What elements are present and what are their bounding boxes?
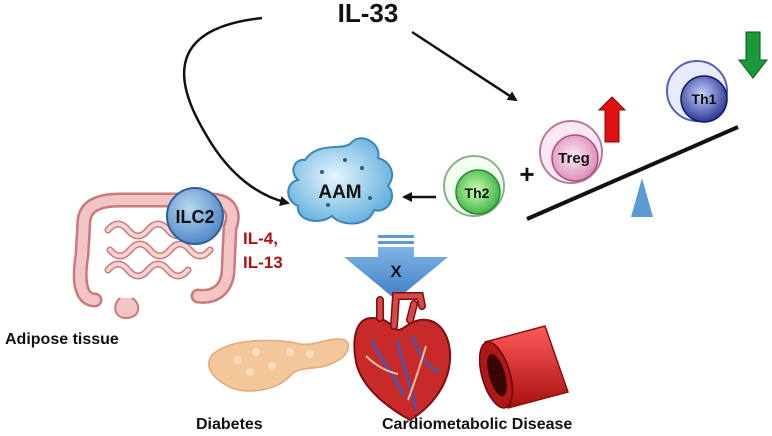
- cytokine-il13: IL-13: [243, 253, 283, 272]
- intestine-icon: [72, 192, 240, 320]
- aam-label: AAM: [318, 182, 361, 203]
- il33-to-treg-arrow: [411, 30, 518, 102]
- th1-cell: Th1: [666, 60, 728, 123]
- th2-label: Th2: [465, 185, 490, 201]
- aam-cell: AAM: [287, 137, 394, 225]
- caption-diabetes: Diabetes: [196, 416, 263, 433]
- up-arrow-icon: [597, 96, 627, 143]
- block-label: X: [390, 262, 402, 281]
- treg-cell: Treg: [539, 120, 603, 184]
- ilc2-label: ILC2: [175, 207, 214, 227]
- il33-title: IL-33: [338, 0, 399, 28]
- il33-to-aam-arrow: [182, 16, 290, 207]
- down-arrow-icon: [737, 31, 769, 79]
- fulcrum: [631, 178, 653, 217]
- balance-beam: [526, 125, 739, 221]
- ilc2-cell: ILC2: [166, 187, 224, 245]
- pancreas-icon: [208, 338, 350, 392]
- th2-cell: Th2: [443, 155, 505, 217]
- plus-sign: +: [519, 159, 534, 189]
- blocked-arrow: X: [344, 235, 448, 300]
- caption-cardiometabolic: Cardiometabolic Disease: [382, 416, 572, 433]
- treg-label: Treg: [558, 150, 590, 167]
- cytokine-il4: IL-4,: [243, 229, 278, 248]
- caption-adipose: Adipose tissue: [5, 331, 119, 348]
- artery-icon: [478, 325, 569, 409]
- heart-icon: [353, 292, 452, 422]
- th1-label: Th1: [692, 91, 717, 107]
